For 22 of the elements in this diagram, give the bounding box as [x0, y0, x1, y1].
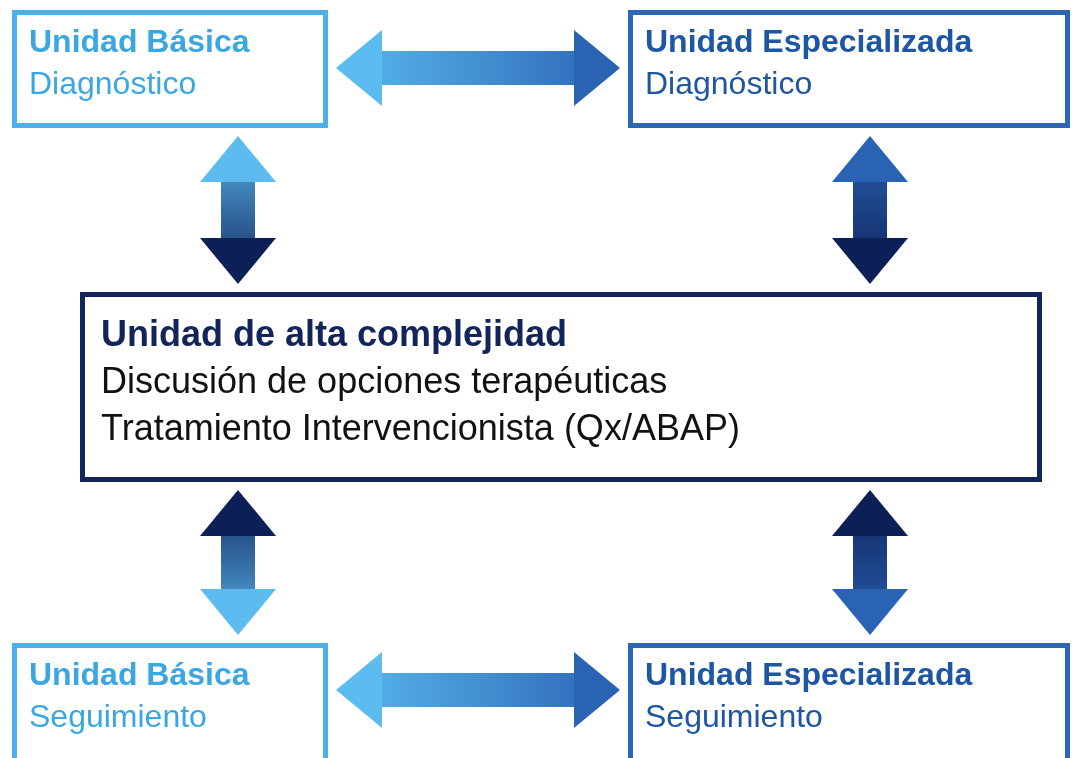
- unit-title: Unidad Básica: [29, 655, 251, 694]
- unit-title: Unidad Especializada: [645, 655, 974, 694]
- double-arrow: [336, 30, 620, 106]
- unit-description: Seguimiento: [29, 696, 208, 736]
- double-arrow: [832, 136, 908, 284]
- unit-title: Unidad Básica: [29, 22, 251, 61]
- double-arrow: [336, 652, 620, 728]
- unit-title: Unidad Especializada: [645, 22, 974, 61]
- double-arrow: [200, 490, 276, 635]
- unit-description: Seguimiento: [645, 696, 824, 736]
- unit-box: [12, 643, 328, 758]
- unit-description: Discusión de opciones terapéuticas: [101, 358, 669, 403]
- unit-box: [12, 10, 328, 128]
- unit-title: Unidad de alta complejidad: [101, 312, 569, 356]
- unit-description: Diagnóstico: [645, 63, 814, 103]
- double-arrow: [832, 490, 908, 635]
- unit-box: [628, 10, 1070, 128]
- unit-box: [628, 643, 1070, 758]
- double-arrow: [200, 136, 276, 284]
- unit-box: [80, 292, 1042, 482]
- unit-description: Diagnóstico: [29, 63, 198, 103]
- unit-description: Tratamiento Intervencionista (Qx/ABAP): [101, 405, 741, 450]
